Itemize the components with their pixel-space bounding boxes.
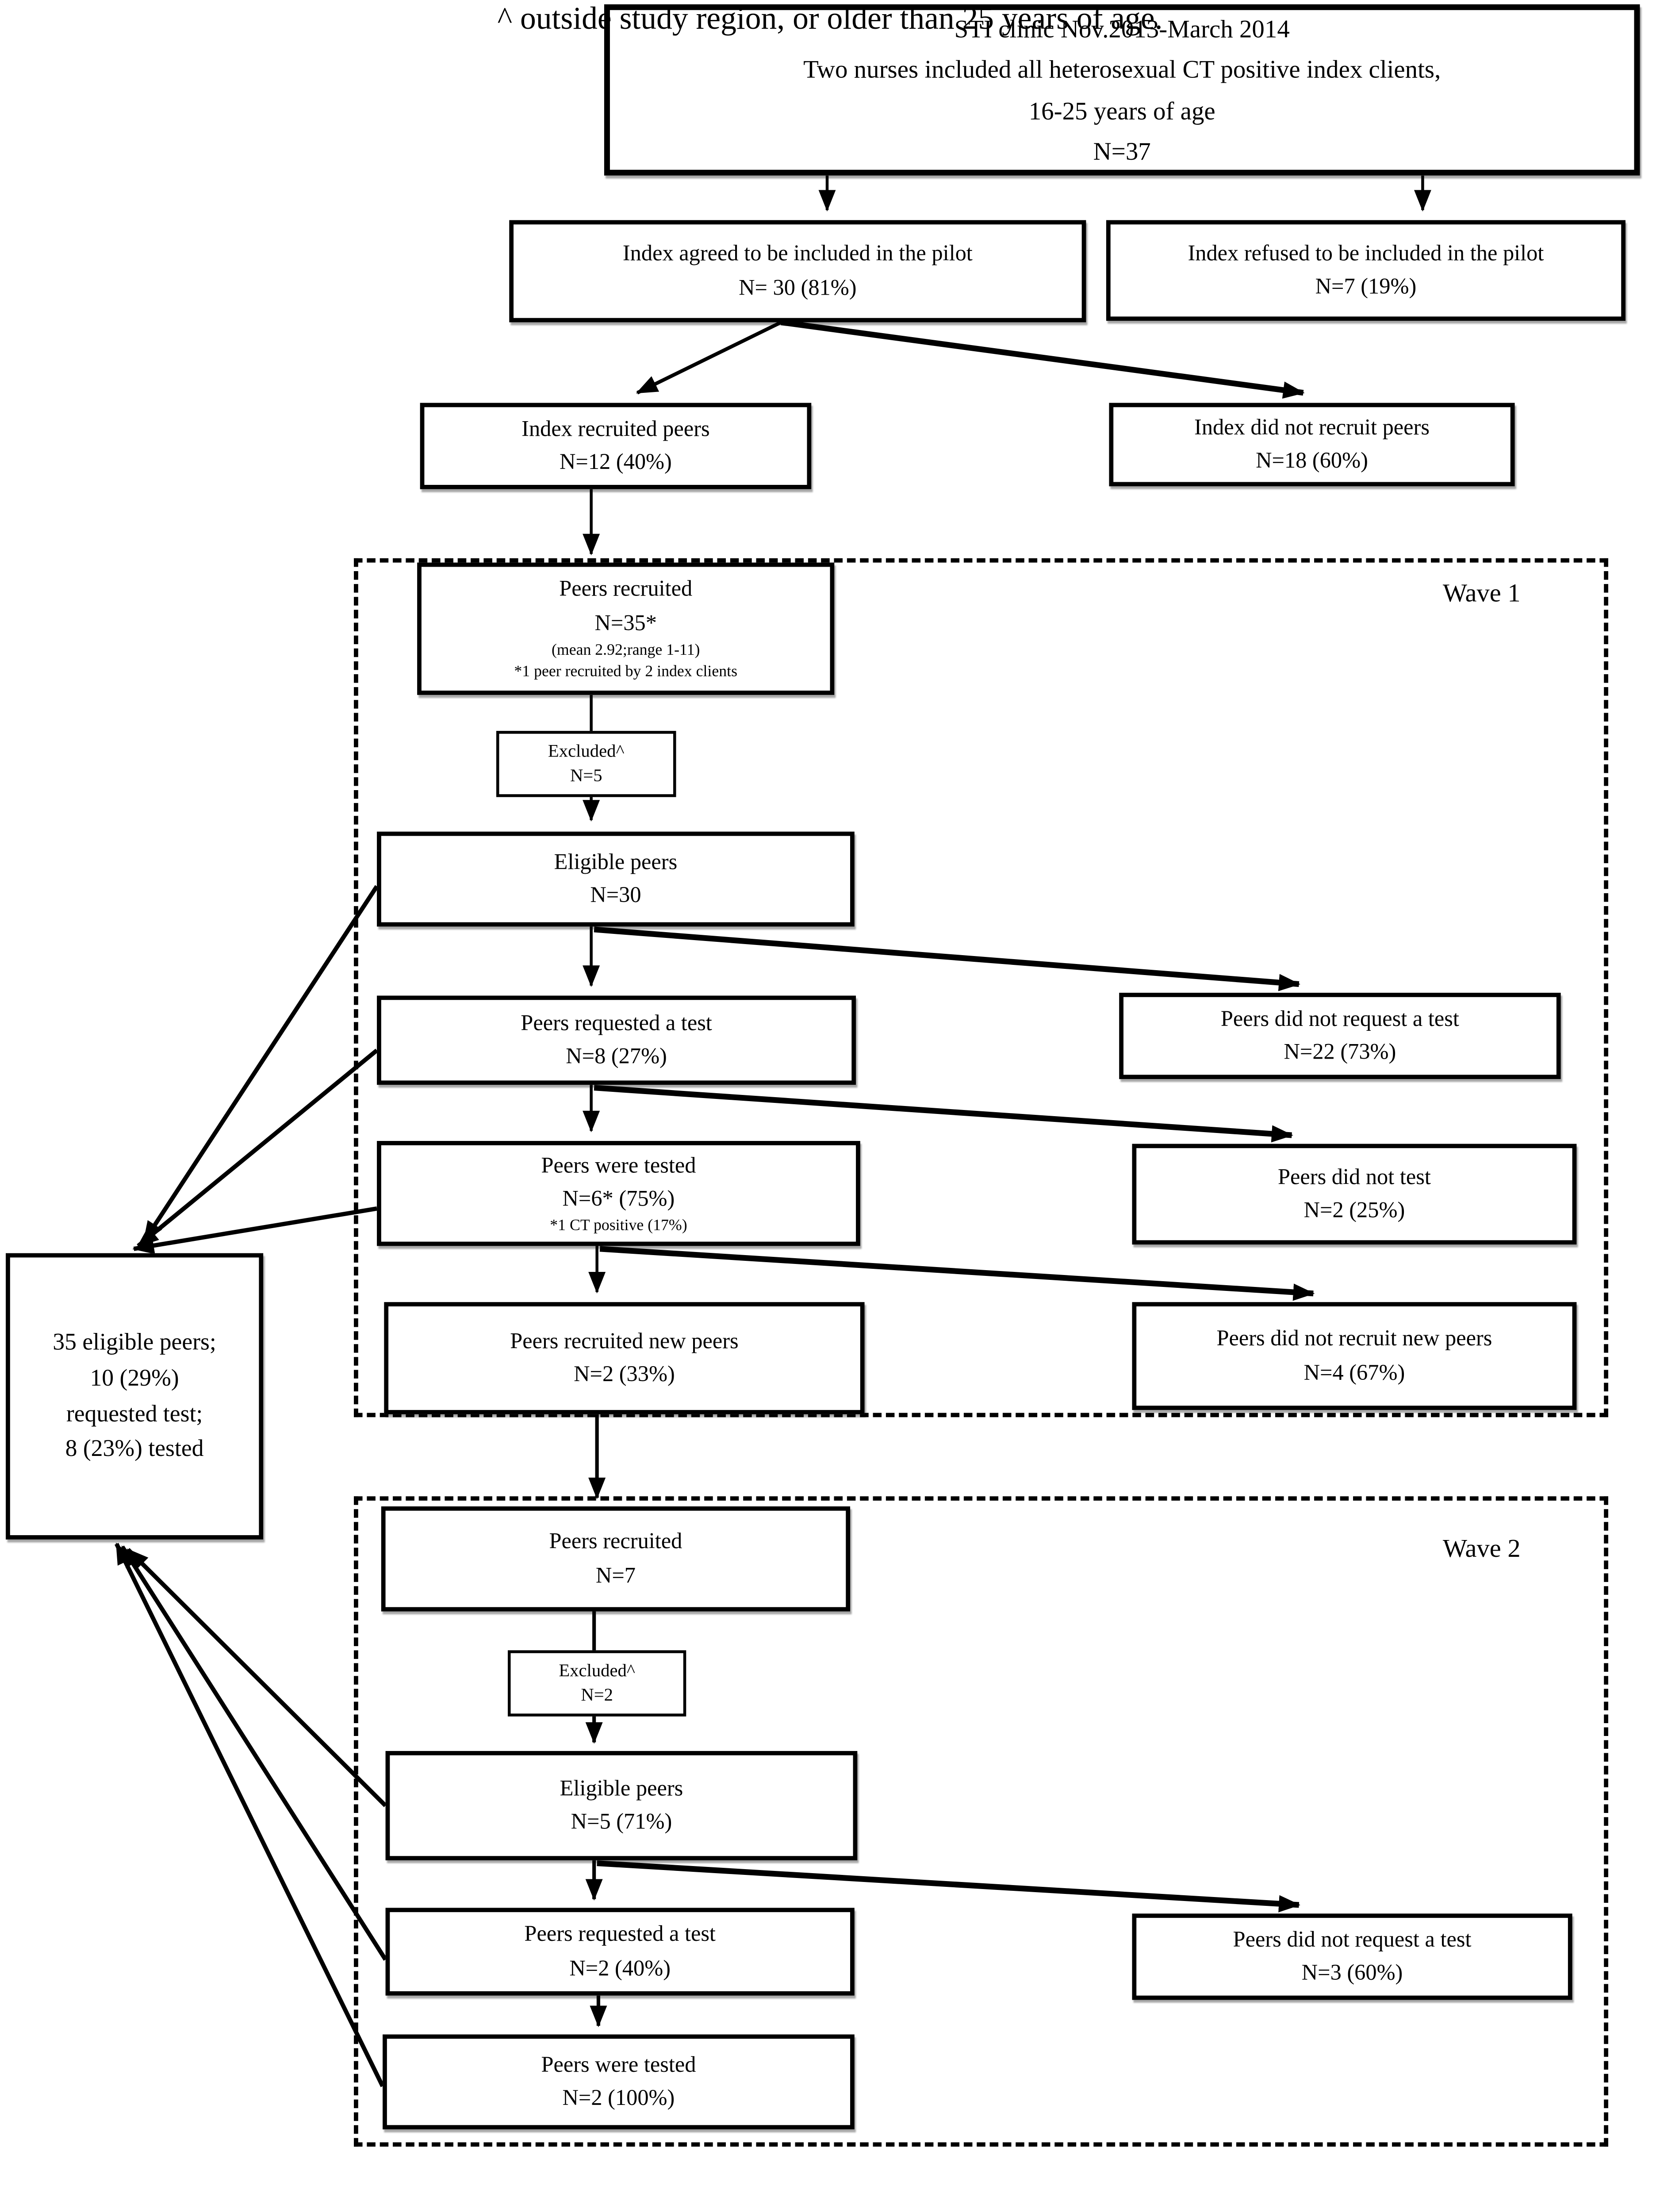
study-age-range: 16-25 years of age [1028, 96, 1215, 125]
study-period: STI clinic Nov.2013-March 2014 [954, 14, 1290, 43]
box-n: N=8 (27%) [566, 1045, 667, 1069]
box-w1-eligible-peers: Eligible peers N=30 [377, 831, 855, 927]
box-n: N=5 (71%) [571, 1810, 672, 1835]
box-n: N=2 (33%) [574, 1362, 675, 1387]
arrow-w2eligible-to-summary [127, 1548, 387, 1807]
box-n: N=2 (100%) [562, 2086, 675, 2111]
box-title: Index agreed to be included in the pilot [622, 242, 973, 267]
footnote: ^ outside study region, or older than 25… [497, 0, 1163, 36]
box-w1-peers-recruited: Peers recruited N=35* (mean 2.92;range 1… [417, 562, 835, 695]
study-n: N=37 [1093, 136, 1151, 165]
box-n: N=5 [570, 765, 602, 786]
box-title: Peers recruited [549, 1529, 682, 1555]
arrow-agreed-to-not-recruit [781, 319, 1305, 399]
box-title: Index did not recruit peers [1194, 415, 1430, 440]
box-w1-did-not-recruit-new: Peers did not recruit new peers N=4 (67%… [1132, 1302, 1577, 1410]
box-title: Peers requested a test [521, 1011, 712, 1036]
box-title: Peers did not recruit new peers [1216, 1327, 1492, 1352]
box-index-recruited-peers: Index recruited peers N=12 (40%) [420, 403, 812, 489]
summary-line: 8 (23%) tested [65, 1435, 204, 1463]
box-w2-peers-recruited: Peers recruited N=7 [381, 1506, 851, 1612]
summary-line: requested test; [66, 1399, 203, 1427]
box-n: N=18 (60%) [1256, 449, 1368, 473]
study-description: Two nurses included all heterosexual CT … [803, 55, 1441, 84]
wave2-label: Wave 2 [1442, 1533, 1521, 1563]
arrow-agreed-to-recruited [636, 320, 782, 395]
arrow-w2requested-to-summary [120, 1545, 387, 1961]
box-n: N=12 (40%) [560, 450, 672, 475]
box-w1-excluded: Excluded^ N=5 [496, 731, 676, 797]
box-title: Index recruited peers [521, 417, 710, 442]
box-note: *1 peer recruited by 2 index clients [514, 664, 738, 681]
box-note: *1 CT positive (17%) [550, 1217, 687, 1235]
box-n: N=35* [594, 611, 657, 636]
box-title: Peers did not request a test [1233, 1928, 1472, 1952]
box-n: N=2 (25%) [1303, 1198, 1405, 1223]
arrow-w1eligible-to-not-request [594, 926, 1300, 991]
summary-line: 10 (29%) [90, 1363, 179, 1391]
wave1-label: Wave 1 [1442, 578, 1521, 607]
box-summary-totals: 35 eligible peers; 10 (29%) requested te… [6, 1253, 264, 1540]
box-title: Peers did not test [1278, 1165, 1431, 1190]
box-title: Peers were tested [541, 1153, 696, 1178]
box-n: N=30 [590, 883, 641, 908]
box-w2-did-not-request: Peers did not request a test N=3 (60%) [1132, 1913, 1572, 2000]
arrow-w1eligible-to-summary [142, 885, 379, 1243]
box-n: N=7 (19%) [1315, 275, 1417, 300]
box-note: (mean 2.92;range 1-11) [551, 641, 700, 659]
box-w2-excluded: Excluded^ N=2 [508, 1650, 686, 1717]
box-n: N=22 (73%) [1284, 1040, 1396, 1065]
box-index-agreed: Index agreed to be included in the pilot… [509, 220, 1086, 323]
wave2-boundary [354, 1496, 1608, 2147]
box-w2-requested-test: Peers requested a test N=2 (40%) [385, 1908, 855, 1996]
box-w2-were-tested: Peers were tested N=2 (100%) [383, 2034, 855, 2130]
box-study-population: STI clinic Nov.2013-March 2014 Two nurse… [604, 4, 1640, 176]
box-n: N= 30 (81%) [739, 275, 857, 300]
arrow-w1tested-to-summary [132, 1206, 377, 1254]
box-title: Peers recruited new peers [510, 1329, 739, 1354]
arrow-w1requested-to-not-test [594, 1085, 1293, 1143]
box-title: Peers did not request a test [1220, 1006, 1459, 1032]
summary-line: 35 eligible peers; [53, 1328, 216, 1356]
box-w1-recruited-new-peers: Peers recruited new peers N=2 (33%) [384, 1302, 865, 1414]
box-title: Peers were tested [541, 2053, 696, 2078]
box-title: Excluded^ [559, 1659, 635, 1680]
arrow-w1requested-to-summary [137, 1048, 379, 1248]
box-title: Index refused to be included in the pilo… [1188, 241, 1544, 266]
box-title: Peers recruited [559, 577, 693, 602]
arrow-w2eligible-to-not-request [597, 1860, 1300, 1912]
box-n: N=2 [581, 1685, 613, 1705]
arrow-w1tested-to-not-recruit-new [599, 1246, 1315, 1301]
box-n: N=7 [595, 1563, 636, 1588]
box-n: N=6* (75%) [562, 1187, 675, 1211]
box-title: Eligible peers [560, 1776, 683, 1801]
wave1-boundary [354, 558, 1608, 1417]
box-n: N=4 (67%) [1303, 1360, 1405, 1385]
box-w1-did-not-test: Peers did not test N=2 (25%) [1132, 1144, 1577, 1245]
box-w1-did-not-request: Peers did not request a test N=22 (73%) [1119, 993, 1561, 1079]
box-index-refused: Index refused to be included in the pilo… [1106, 220, 1625, 321]
box-n: N=2 (40%) [569, 1956, 671, 1981]
arrow-w2tested-to-summary [115, 1542, 385, 2087]
box-title: Eligible peers [554, 850, 678, 875]
box-w1-were-tested: Peers were tested N=6* (75%) *1 CT posit… [377, 1141, 860, 1246]
box-title: Excluded^ [548, 740, 625, 760]
box-title: Peers requested a test [524, 1922, 716, 1947]
box-index-did-not-recruit: Index did not recruit peers N=18 (60%) [1109, 403, 1515, 487]
box-w1-requested-test: Peers requested a test N=8 (27%) [377, 995, 856, 1085]
box-n: N=3 (60%) [1301, 1961, 1403, 1986]
box-w2-eligible-peers: Eligible peers N=5 (71%) [385, 1751, 858, 1861]
